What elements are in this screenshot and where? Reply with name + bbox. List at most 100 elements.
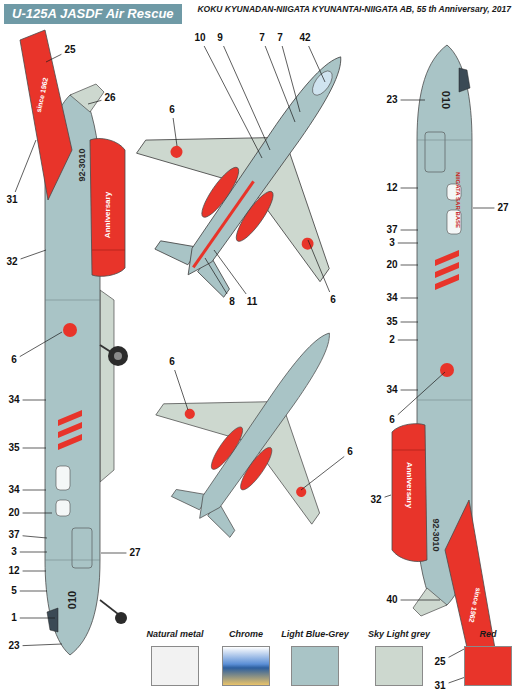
leader-line [473, 208, 494, 209]
leader-line [309, 46, 325, 82]
leader-line [46, 54, 61, 62]
leader-line [173, 118, 177, 146]
legend-text: Natural metal [146, 630, 203, 639]
leader-line [401, 298, 418, 299]
leader-line [214, 250, 246, 294]
decal-text: 010 [440, 91, 451, 109]
callout-number: 25 [64, 45, 75, 55]
callout-number: 7 [277, 33, 283, 43]
legend-text: Red [479, 630, 496, 639]
leader-line [15, 140, 36, 192]
callout-number: 20 [8, 508, 19, 518]
leader-line [23, 490, 46, 491]
leader-line [401, 322, 418, 323]
callout-number: 26 [104, 93, 115, 103]
callout-number: 11 [247, 297, 258, 307]
leader-line [20, 332, 62, 357]
callout-number: 3 [11, 547, 17, 557]
callout-number: 31 [434, 681, 445, 691]
callout-number: 32 [370, 495, 381, 505]
callout-number: 20 [386, 260, 397, 270]
leader-line [401, 100, 425, 101]
callout-number: 27 [129, 548, 140, 558]
callout-number: 9 [217, 33, 223, 43]
leader-line [301, 456, 344, 490]
legend-text: Sky Light grey [368, 630, 430, 639]
callout-number: 35 [386, 317, 397, 327]
callout-number: 42 [299, 33, 310, 43]
leader-line [385, 495, 391, 497]
callout-number: 23 [386, 95, 397, 105]
legend-swatch [291, 646, 339, 686]
leader-line [23, 644, 62, 646]
leader-line [282, 46, 300, 112]
callout-number: 6 [169, 357, 175, 367]
decal-text: 92-3010 [431, 518, 440, 551]
callout-number: 40 [386, 595, 397, 605]
callout-number: 10 [194, 33, 205, 43]
callout-number: 1 [11, 613, 17, 623]
leader-line [23, 571, 46, 572]
leader-line [175, 370, 188, 410]
decal-text: Anniversary [104, 192, 112, 238]
decal-text: NIIGATA SAR BASE [455, 172, 461, 228]
callout-number: 6 [347, 447, 353, 457]
leader-line [398, 243, 418, 244]
subtitle: KOKU KYUNADAN-NIIGATA KYUNANTAI-NIIGATA … [195, 5, 511, 15]
leader-line [204, 46, 262, 158]
callout-number: 6 [389, 415, 395, 425]
decal-text: 92-3010 [78, 148, 87, 181]
leader-line [224, 46, 270, 150]
callout-number: 34 [8, 395, 19, 405]
callout-number: 23 [8, 641, 19, 651]
callout-number: 35 [8, 443, 19, 453]
callout-number: 37 [386, 225, 397, 235]
leader-line [21, 250, 46, 259]
leader-line [401, 265, 418, 266]
leader-line [23, 536, 47, 538]
leader-line [398, 372, 445, 415]
leader-line [401, 390, 418, 391]
leader-line [265, 46, 295, 122]
callout-number: 5 [11, 586, 17, 596]
callout-number: 12 [8, 566, 19, 576]
callout-number: 6 [330, 295, 336, 305]
callout-number: 6 [11, 355, 17, 365]
leader-line [401, 188, 418, 189]
legend-text: Chrome [229, 630, 263, 639]
callout-number: 27 [497, 203, 508, 213]
leader-line [308, 240, 330, 292]
callout-number: 31 [6, 195, 17, 205]
leader-line [20, 552, 47, 553]
title-banner: U-125A JASDF Air Rescue [4, 4, 182, 24]
callout-number: 8 [229, 297, 235, 307]
legend-swatch [151, 646, 199, 686]
callout-number: 34 [386, 293, 397, 303]
leader-line [20, 591, 47, 592]
leader-line [398, 340, 418, 341]
leader-line [23, 448, 46, 449]
leader-line [88, 100, 101, 104]
legend-swatch [375, 646, 423, 686]
callout-number: 3 [389, 238, 395, 248]
decal-text: since 1962 [468, 587, 482, 623]
decal-text: since 1962 [35, 77, 49, 113]
callout-number: 34 [386, 385, 397, 395]
callout-number: 34 [8, 485, 19, 495]
leader-line [23, 513, 52, 514]
decal-text: 010 [67, 591, 78, 609]
callout-number: 6 [169, 105, 175, 115]
callout-number: 25 [434, 657, 445, 667]
legend-text: Light Blue-Grey [281, 630, 349, 639]
callout-number: 32 [6, 257, 17, 267]
callout-number: 2 [389, 335, 395, 345]
decal-text: Anniversary [405, 462, 413, 508]
leader-line [101, 553, 126, 554]
leader-line [20, 618, 55, 619]
leader-line [23, 400, 46, 401]
leader-line [401, 230, 418, 231]
callout-number: 37 [8, 530, 19, 540]
legend-swatch [464, 646, 512, 686]
callout-number: 7 [259, 33, 265, 43]
callout-number: 12 [386, 183, 397, 193]
